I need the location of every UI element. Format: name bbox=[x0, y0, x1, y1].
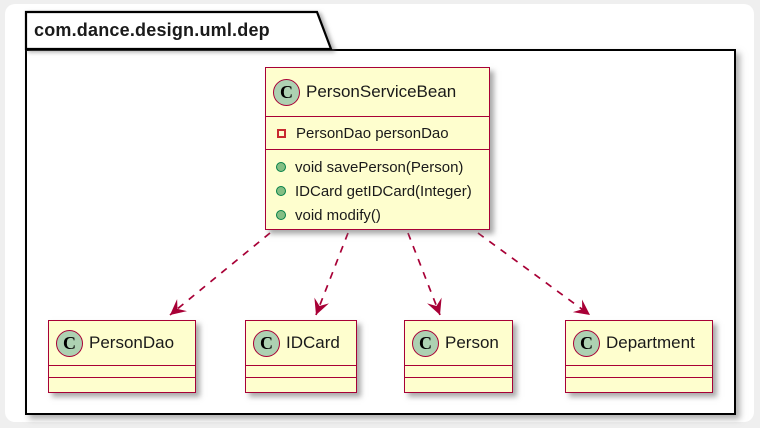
class-title-row: C IDCard bbox=[246, 321, 356, 365]
class-box-department: C Department bbox=[565, 320, 713, 393]
methods-compartment-empty bbox=[49, 377, 195, 392]
package-title: com.dance.design.uml.dep bbox=[34, 20, 270, 40]
class-circle-icon: C bbox=[273, 78, 300, 106]
class-circle-letter: C bbox=[260, 332, 273, 353]
methods-compartment-empty bbox=[405, 377, 512, 392]
class-circle-icon: C bbox=[56, 329, 83, 357]
fields-compartment-empty bbox=[405, 365, 512, 377]
fields-compartment-empty bbox=[246, 365, 356, 377]
fields-compartment: PersonDao personDao bbox=[266, 116, 489, 149]
methods-compartment-empty bbox=[246, 377, 356, 392]
class-circle-letter: C bbox=[280, 81, 293, 102]
class-circle-letter: C bbox=[580, 332, 593, 353]
class-circle-letter: C bbox=[63, 332, 76, 353]
method-row: IDCard getIDCard(Integer) bbox=[266, 179, 489, 203]
class-circle-letter: C bbox=[419, 332, 432, 353]
class-name: PersonServiceBean bbox=[306, 82, 457, 101]
class-title-row: C PersonServiceBean bbox=[266, 68, 489, 116]
class-box-person: C Person bbox=[404, 320, 513, 393]
field-row: PersonDao personDao bbox=[266, 121, 489, 145]
method-text: void savePerson(Person) bbox=[295, 158, 464, 176]
class-title-row: C Person bbox=[405, 321, 512, 365]
class-name: IDCard bbox=[286, 333, 340, 352]
methods-compartment: void savePerson(Person) IDCard getIDCard… bbox=[266, 149, 489, 229]
class-name: Person bbox=[445, 333, 499, 352]
class-circle-icon: C bbox=[573, 329, 600, 357]
private-field-icon bbox=[277, 128, 286, 138]
method-text: IDCard getIDCard(Integer) bbox=[295, 182, 472, 200]
methods-compartment-empty bbox=[566, 377, 712, 392]
class-name: Department bbox=[606, 333, 695, 352]
method-text: void modify() bbox=[295, 206, 381, 224]
class-name: PersonDao bbox=[89, 333, 175, 352]
class-circle-icon: C bbox=[412, 329, 439, 357]
fields-compartment-empty bbox=[49, 365, 195, 377]
method-row: void savePerson(Person) bbox=[266, 155, 489, 179]
class-circle-icon: C bbox=[253, 329, 280, 357]
method-row: void modify() bbox=[266, 203, 489, 227]
class-title-row: C Department bbox=[566, 321, 712, 365]
class-box-personservicebean: C PersonServiceBean PersonDao personDao … bbox=[265, 67, 490, 230]
class-box-persondao: C PersonDao bbox=[48, 320, 196, 393]
field-text: PersonDao personDao bbox=[296, 124, 449, 142]
public-method-icon bbox=[276, 210, 286, 220]
class-box-idcard: C IDCard bbox=[245, 320, 357, 393]
fields-compartment-empty bbox=[566, 365, 712, 377]
public-method-icon bbox=[276, 186, 286, 196]
public-method-icon bbox=[276, 162, 286, 172]
class-title-row: C PersonDao bbox=[49, 321, 195, 365]
